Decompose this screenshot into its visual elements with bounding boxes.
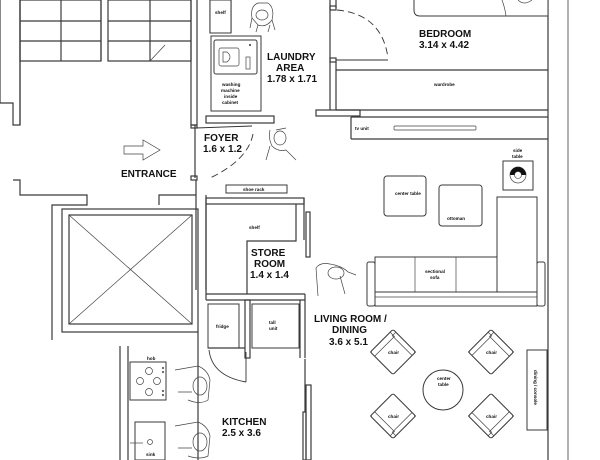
kitchen-title: KITCHEN (222, 417, 266, 428)
entrance-label: ENTRANCE (121, 169, 177, 180)
shoe-rack-label: shoe rack (243, 187, 265, 192)
person-icon (174, 421, 211, 459)
kitchen-door (208, 349, 247, 383)
fridge (207, 303, 240, 349)
tall-unit-label-2: unit (269, 326, 278, 331)
foyer-title: FOYER (204, 133, 239, 144)
store-title-1: STORE (251, 248, 286, 259)
svg-text:hob: hob (147, 356, 156, 361)
laundry-shelf (209, 0, 232, 34)
sink: sink (130, 421, 166, 460)
center-table (383, 175, 427, 217)
living-title-1: LIVING ROOM / (314, 314, 387, 325)
svg-text:dining / console: dining / console (533, 370, 538, 405)
bed (413, 0, 549, 17)
svg-text:sofa: sofa (430, 275, 440, 280)
svg-text:washing: washing (221, 82, 241, 87)
tv (393, 125, 477, 131)
person-icon (315, 263, 357, 297)
store-shelf-label: shelf (249, 225, 260, 230)
person-icon (249, 2, 276, 33)
staircase (0, 0, 192, 126)
dining-console: dining / console (526, 349, 548, 431)
living-size: 3.6 x 5.1 (329, 337, 368, 348)
walls (13, 0, 569, 460)
person-icon (265, 127, 297, 161)
svg-text:sink: sink (146, 452, 156, 457)
svg-text:chair: chair (388, 350, 399, 355)
dining-table: center table (422, 369, 464, 411)
ottoman (438, 184, 483, 227)
svg-text:table: table (512, 154, 523, 159)
svg-text:machine: machine (221, 88, 240, 93)
bedroom-size: 3.14 x 4.42 (419, 40, 469, 51)
store-title-2: ROOM (254, 259, 285, 270)
laundry-size: 1.78 x 1.71 (267, 74, 317, 85)
foyer-door (195, 125, 254, 179)
tall-unit (251, 303, 300, 349)
svg-text:sectional: sectional (425, 269, 445, 274)
dining-chair: chair (369, 393, 417, 439)
entrance-arrow-icon (123, 139, 161, 161)
svg-text:side: side (513, 148, 523, 153)
laundry-title-2: AREA (276, 63, 304, 74)
shoe-rack (225, 184, 288, 194)
svg-text:chair: chair (486, 350, 497, 355)
dining-chair: chair (467, 393, 515, 439)
laundry-title-1: LAUNDRY (267, 52, 316, 63)
wardrobe-label: wardrobe (433, 82, 455, 87)
dining-chair: chair (467, 329, 515, 375)
svg-text:chair: chair (486, 414, 497, 419)
kitchen-size: 2.5 x 3.6 (222, 428, 261, 439)
svg-text:inside: inside (224, 94, 238, 99)
side-table: side table (502, 148, 534, 191)
svg-text:chair: chair (388, 414, 399, 419)
washing-machine-cabinet: washing machine inside cabinet (210, 35, 262, 112)
store-size: 1.4 x 1.4 (250, 270, 289, 281)
fridge-label: fridge (216, 324, 229, 329)
laundry-shelf-label: shelf (215, 10, 226, 15)
hob: hob (129, 356, 167, 401)
bedroom-title: BEDROOM (419, 29, 471, 40)
living-title-2: DINING (332, 325, 367, 336)
sectional-sofa: sectional sofa (366, 196, 546, 307)
person-icon (174, 365, 211, 403)
svg-text:cabinet: cabinet (222, 100, 239, 105)
tv-unit-label: tv unit (355, 126, 369, 131)
foyer-size: 1.6 x 1.2 (203, 144, 242, 155)
bedroom-door (336, 9, 389, 61)
svg-text:table: table (438, 382, 449, 387)
center-table-label: center table (395, 191, 421, 196)
tall-unit-label-1: tall (269, 320, 276, 325)
ottoman-label: ottoman (447, 216, 465, 221)
dining-chair: chair (369, 329, 417, 375)
svg-text:center: center (437, 376, 451, 381)
